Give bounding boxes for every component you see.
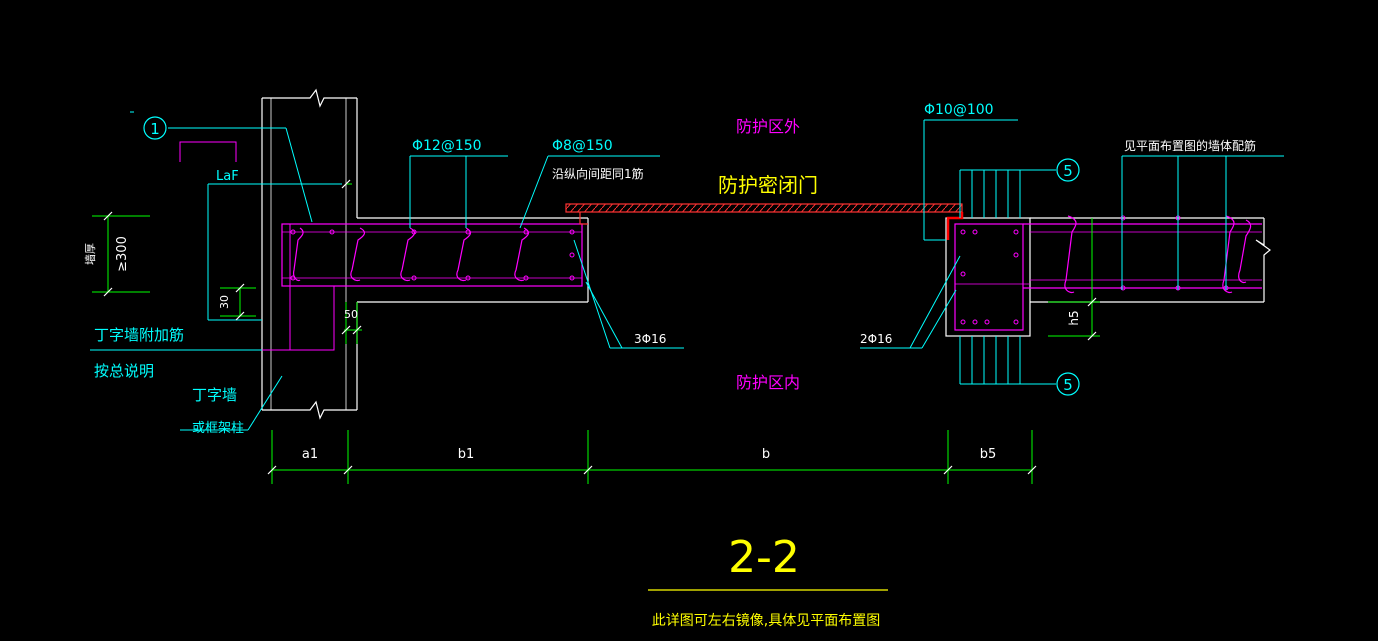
rebar-phi10-label: Φ10@100 — [924, 102, 994, 118]
rebar-right — [954, 215, 1262, 331]
zone-inside-label: 防护区内 — [736, 373, 800, 392]
height-value: ≥300 — [115, 236, 130, 272]
dim-b: b — [762, 447, 770, 462]
h5-label: h5 — [1067, 310, 1081, 325]
bars-3phi16-label: 3Φ16 — [634, 332, 666, 346]
zone-outside-label: 防护区外 — [736, 117, 800, 136]
protective-door — [565, 203, 964, 240]
dim-50-label: 50 — [344, 308, 358, 321]
rebar-phi12-label: Φ12@150 — [412, 138, 482, 154]
drawing-note: 此详图可左右镜像,具体见平面布置图 — [652, 613, 880, 629]
marker-5-bottom: 5 — [1056, 372, 1080, 396]
leader-lines — [90, 111, 1284, 431]
bracket-mark — [179, 141, 237, 162]
bars-2phi16-label: 2Φ16 — [860, 332, 892, 346]
dim-a1: a1 — [302, 447, 318, 462]
laf-label: LaF — [216, 169, 239, 184]
door-label: 防护密闭门 — [718, 173, 818, 197]
rebar-phi8-note: 沿纵向间距同1筋 — [552, 166, 644, 181]
marker-1-label: 1 — [150, 120, 160, 138]
dim-b5: b5 — [980, 447, 997, 462]
wall-rebar-note: 见平面布置图的墙体配筋 — [1124, 138, 1256, 153]
rebar-left — [262, 223, 583, 351]
frame-column-label: 或框架柱 — [192, 421, 244, 436]
dimension-ticks — [103, 179, 1097, 475]
rebar-dots — [290, 215, 1229, 325]
see-general-label: 按总说明 — [94, 362, 154, 380]
height-note: 墙厚 — [83, 243, 97, 265]
drawing-title: 2-2 — [728, 532, 800, 583]
marker-5-bottom-label: 5 — [1063, 376, 1073, 394]
marker-1: 1 — [143, 116, 167, 140]
rebar-phi8-label: Φ8@150 — [552, 138, 613, 154]
t-wall-label: 丁字墙 — [192, 386, 237, 404]
marker-5-top: 5 — [1056, 158, 1080, 182]
dim-30-label: 30 — [218, 295, 231, 309]
marker-5-top-label: 5 — [1063, 162, 1073, 180]
dim-b1: b1 — [458, 447, 475, 462]
dimension-lines — [92, 183, 1100, 484]
t-wall-extra-label: 丁字墙附加筋 — [94, 326, 184, 344]
